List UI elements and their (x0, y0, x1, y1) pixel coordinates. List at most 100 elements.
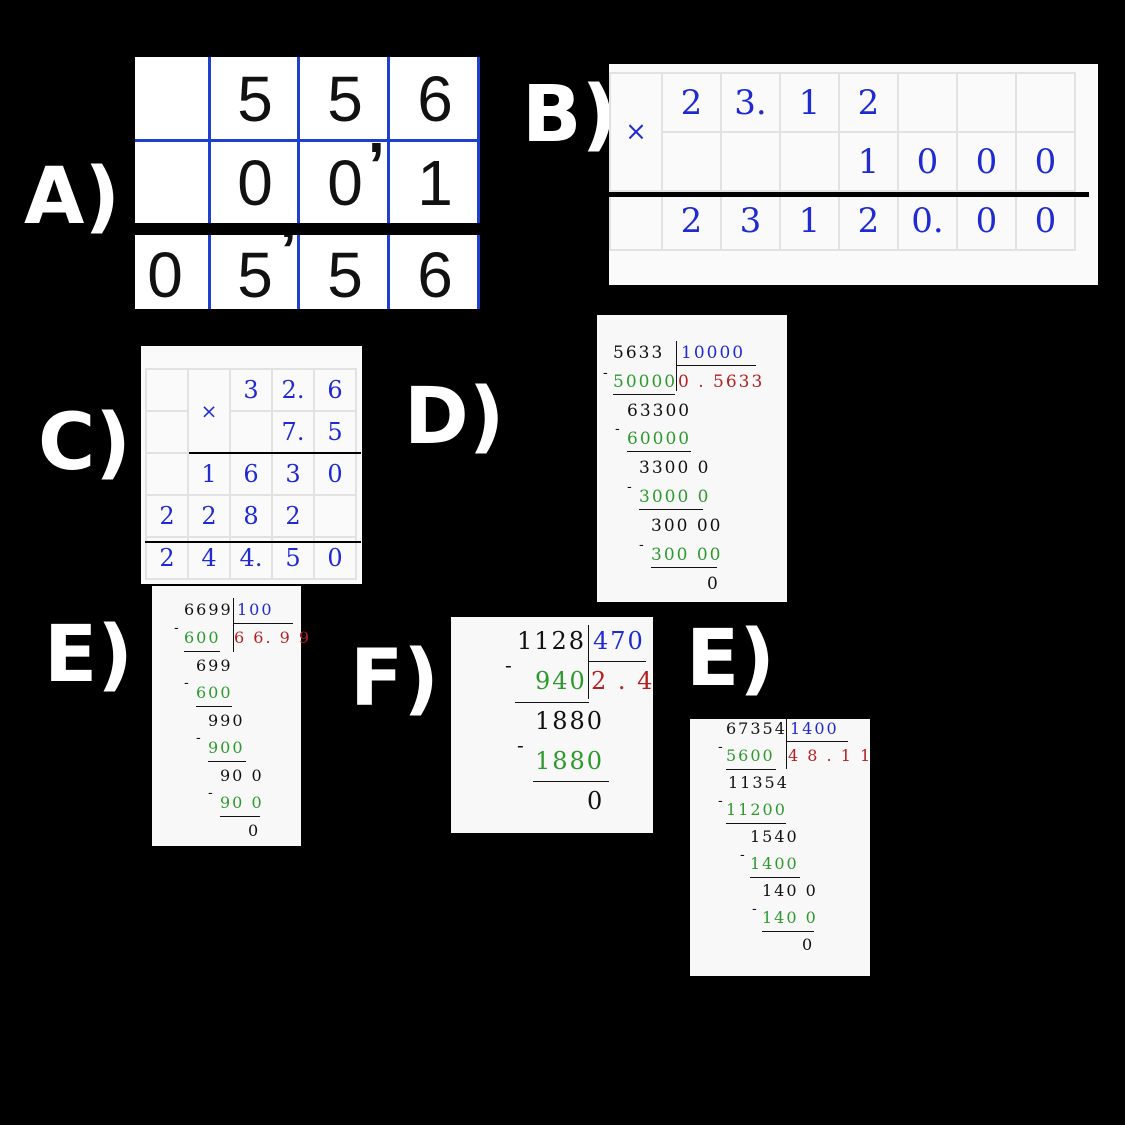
cell: 1 (838, 131, 899, 192)
divisor: 10000 (681, 343, 746, 363)
cell: 0 (147, 239, 183, 309)
panel-f-long-division: 1128 470 - 940 2 . 4 1880 - 1880 0 (451, 617, 653, 833)
minus-sign: - (184, 675, 191, 691)
minus-sign: - (208, 785, 215, 801)
cell (897, 72, 958, 133)
cell (145, 410, 189, 454)
cell (313, 494, 357, 538)
minus-sign: - (718, 793, 725, 809)
panel-e-long-division-2: 67354 1400 - 5600 4 8 . 1 1 11354 - 1120… (690, 719, 870, 976)
cell: 0 (1015, 131, 1076, 192)
label-c: C) (38, 398, 131, 488)
dividend: 1128 (517, 627, 587, 655)
division-bracket (676, 365, 756, 366)
cell: 0 (956, 131, 1017, 192)
quotient: 4 8 . 1 1 (788, 746, 873, 765)
label-d: D) (404, 372, 505, 462)
dividend: 5633 (613, 343, 665, 363)
quotient: 6 6. 9 9 (234, 628, 312, 647)
quotient: 0 . 5633 (678, 372, 765, 392)
subtrahend: 3000 0 (639, 487, 711, 507)
cell: 1 (779, 190, 840, 251)
minus-sign: - (196, 730, 203, 746)
step-line (627, 451, 691, 452)
remainder: 11354 (728, 773, 789, 792)
minus-sign: - (627, 479, 634, 495)
subtrahend: 11200 (726, 800, 787, 819)
cell: 6 (417, 63, 453, 135)
cell (145, 368, 189, 412)
cell: 2. (271, 368, 315, 412)
cell: 7. (271, 410, 315, 454)
panel-e-long-division: 6699 100 - 600 6 6. 9 9 699 - 600 990 - … (152, 586, 309, 846)
subtrahend: 900 (208, 738, 245, 757)
subtrahend: 90 0 (220, 793, 264, 812)
remainder: 300 00 (651, 516, 723, 536)
cell: 0 (327, 147, 363, 219)
multiply-sign: × (609, 72, 663, 192)
cell (229, 410, 273, 454)
cell: 5 (327, 239, 363, 309)
division-bracket (676, 341, 677, 391)
cell: 2 (187, 494, 231, 538)
cell: 0 (313, 536, 357, 580)
cell: 2 (838, 190, 899, 251)
minus-sign: - (752, 901, 759, 917)
cell: 8 (229, 494, 273, 538)
label-e-second: E) (686, 614, 775, 704)
step-line (639, 509, 703, 510)
panel-b-multiplication-grid: × 2 3. 1 2 1 0 0 0 2 3 1 2 0. 0 0 (609, 64, 1098, 285)
step-line (726, 823, 786, 824)
product-bar (609, 192, 1089, 197)
division-bracket (233, 623, 293, 624)
decimal-comma: , (368, 98, 385, 165)
subtrahend: 1400 (750, 854, 799, 873)
product-bar (145, 541, 361, 543)
step-line (515, 702, 589, 703)
sum-bar (135, 223, 480, 235)
remainder: 0 (587, 787, 605, 815)
cell: 3. (720, 72, 781, 133)
division-bracket (588, 661, 646, 662)
minus-sign: - (517, 733, 526, 757)
subtrahend: 1880 (535, 747, 605, 775)
cell: 0. (897, 190, 958, 251)
cell: 1 (417, 147, 453, 219)
remainder: 699 (196, 656, 233, 675)
partial-bar (189, 452, 361, 454)
remainder: 90 0 (220, 766, 264, 785)
decimal-comma: , (280, 183, 297, 250)
cell: 0 (313, 452, 357, 496)
cell: 5 (237, 63, 273, 135)
remainder: 0 (802, 935, 815, 954)
division-bracket (233, 598, 234, 652)
cell: 3 (720, 190, 781, 251)
step-line (750, 877, 800, 878)
cell: 1 (187, 452, 231, 496)
cell: 3 (271, 452, 315, 496)
cell: 2 (838, 72, 899, 133)
minus-sign: - (174, 620, 181, 636)
remainder: 63300 (627, 401, 692, 421)
subtrahend: 300 00 (651, 545, 723, 565)
grid-line (477, 57, 480, 309)
cell: 6 (313, 368, 357, 412)
subtrahend: 50000 (613, 372, 678, 392)
multiply-sign: × (187, 368, 231, 454)
step-line (613, 394, 675, 395)
remainder: 1880 (535, 707, 605, 735)
label-e-first: E) (44, 610, 133, 700)
panel-a-addition-grid: 5 5 6 0 0 1 0 5 5 6 , , , (135, 57, 480, 309)
cell: 5 (237, 239, 273, 309)
quotient: 2 . 4 (591, 667, 655, 695)
grid-line (135, 139, 480, 142)
minus-sign: - (718, 739, 725, 755)
minus-sign: - (639, 537, 646, 553)
cell: 0 (897, 131, 958, 192)
subtrahend: 140 0 (762, 908, 818, 927)
subtrahend: 600 (184, 628, 221, 647)
subtrahend: 600 (196, 683, 233, 702)
cell: 6 (229, 452, 273, 496)
cell: 2 (661, 190, 722, 251)
remainder: 3300 0 (639, 458, 711, 478)
